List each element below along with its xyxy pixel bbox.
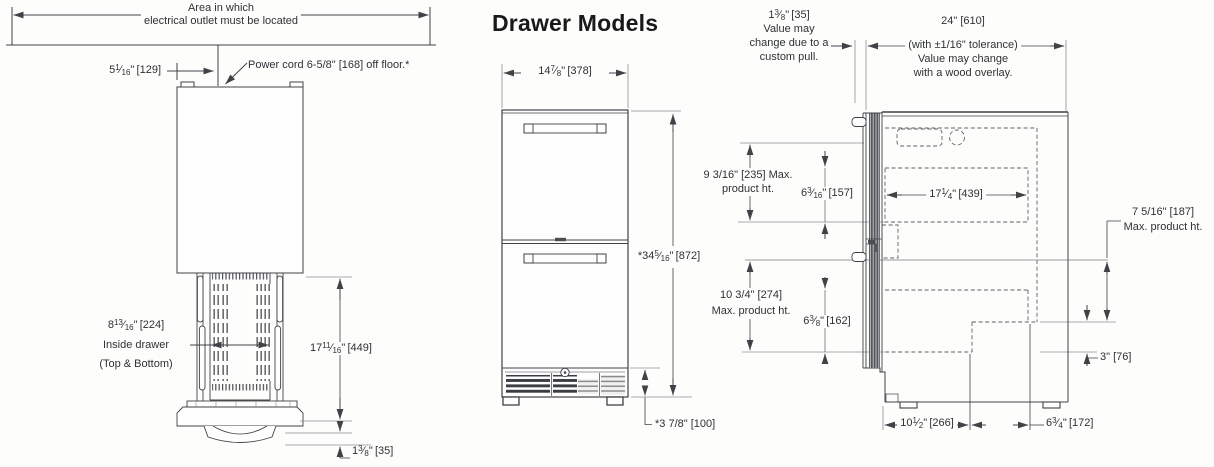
- upper-clearance-dim-label: 63⁄16" [157]: [798, 187, 856, 200]
- depth-dim-label: 24" [610]: [941, 15, 985, 27]
- custom-pull-note: 13⁄8" [35] Value may change due to a cus…: [750, 8, 829, 64]
- rear-depth-dim-label: 63⁄4" [172]: [1046, 416, 1094, 430]
- inside-drawer-note-line2: (Top & Bottom): [99, 358, 173, 370]
- upper-product-height-label: 9 3/16" [235] Max. product ht.: [700, 168, 796, 196]
- toe-grille-dim-label: *3 7/8" [100]: [655, 418, 716, 430]
- custom-pull-line3: custom pull.: [759, 51, 819, 63]
- inside-drawer-note-line1: Inside drawer: [102, 338, 170, 351]
- rear-product-height-label: 7 5/16" [187] Max. product ht.: [1124, 205, 1203, 235]
- inside-drawer-dim-label: 813⁄16" [224] Inside drawer (Top & Botto…: [99, 316, 172, 375]
- outlet-area-note-line1: Area in which: [187, 2, 255, 14]
- custom-pull-line1: Value may: [763, 23, 815, 35]
- inside-drawer-dim-value: 813⁄16" [224]: [107, 318, 165, 332]
- depth-tolerance-note: (with ±1/16" tolerance): [905, 39, 1021, 52]
- depth-note-line2: Value may change: [917, 53, 1009, 65]
- front-depth-dim-label: 101⁄2" [266]: [897, 417, 957, 430]
- step-height-dim-label: 3" [76]: [1100, 351, 1132, 363]
- front-height-dim-label: *345⁄16" [872]: [634, 250, 704, 263]
- outlet-offset-dim-label: 51⁄16" [129]: [109, 63, 161, 77]
- rear-product-height-line1: 7 5/16" [187]: [1131, 206, 1194, 218]
- left-view-linework: [6, 7, 436, 459]
- rear-product-height-line2: Max. product ht.: [1123, 221, 1203, 233]
- depth-note-line3: with a wood overlay.: [913, 67, 1013, 79]
- front-view-linework: [501, 64, 692, 425]
- custom-pull-line2: change due to a: [749, 37, 829, 49]
- lower-product-height-line2: Max. product ht.: [711, 304, 791, 317]
- custom-pull-dim: 13⁄8" [35]: [768, 8, 810, 22]
- outlet-area-note-line2: electrical outlet must be located: [143, 15, 299, 27]
- lower-product-height-label: 10 3/4" [274] Max. product ht.: [708, 288, 794, 319]
- power-cord-note: Power cord 6-5/8" [168] off floor.*: [248, 59, 410, 71]
- upper-product-height-line2: product ht.: [722, 183, 774, 195]
- lower-clearance-dim-label: 63⁄8" [162]: [800, 315, 854, 328]
- lower-product-height-line1: 10 3/4" [274]: [719, 289, 782, 301]
- drawer-height-dim-label: 1711⁄16" [449]: [307, 342, 375, 355]
- base-height-dim-label: 13⁄8" [35]: [352, 444, 394, 458]
- upper-product-height-line1: 9 3/16" [235] Max.: [703, 169, 793, 181]
- side-view-linework: [738, 40, 1121, 430]
- page-title: Drawer Models: [492, 10, 659, 36]
- front-width-dim-label: 147⁄8" [378]: [535, 65, 595, 78]
- interior-depth-dim-label: 171⁄4" [439]: [926, 188, 986, 201]
- outlet-area-note: Area in which electrical outlet must be …: [140, 2, 302, 28]
